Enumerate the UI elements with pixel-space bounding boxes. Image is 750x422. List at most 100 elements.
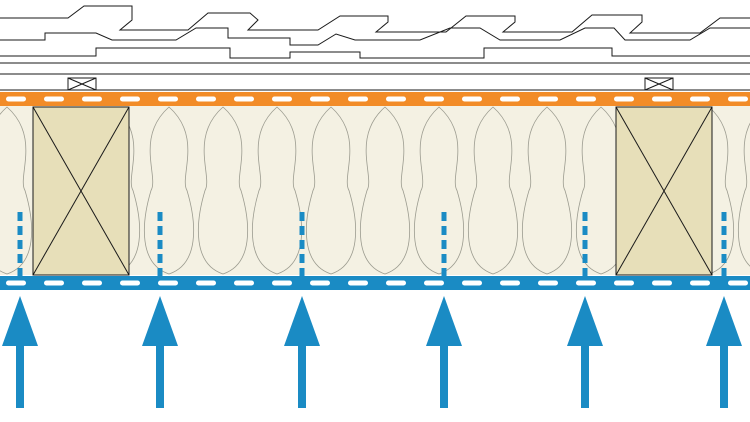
counter-batten-left-diag-2 — [67, 77, 97, 91]
roof-tiles — [0, 5, 750, 64]
insulation-lobe — [414, 106, 464, 275]
membrane-perforation — [158, 280, 178, 286]
vapor-flow-marks — [17, 212, 727, 277]
vapor-flow-mark — [582, 226, 588, 235]
membrane-perforation — [500, 96, 520, 102]
membrane-perforation — [690, 280, 710, 286]
vapor-flow-mark — [17, 268, 23, 277]
tile-profile-lower — [0, 47, 750, 59]
membrane-perforation — [728, 96, 748, 102]
membrane-perforation — [652, 280, 672, 286]
insulation-lobe — [306, 106, 356, 275]
membrane-perforation — [614, 280, 634, 286]
vapor-flow-mark — [721, 212, 727, 221]
airflow-arrow-shaft — [16, 346, 24, 408]
membrane-perforation — [158, 96, 178, 102]
membrane-perforation — [462, 96, 482, 102]
vapor-flow-mark — [17, 254, 23, 263]
membrane-perforation — [44, 96, 64, 102]
vapor-flow-mark — [721, 254, 727, 263]
vapor-flow-mark — [17, 226, 23, 235]
vapor-flow-mark — [582, 268, 588, 277]
membrane-perforation — [82, 280, 102, 286]
membrane-perforation — [576, 280, 596, 286]
insulation-lobe — [252, 106, 302, 275]
vapor-flow-mark — [582, 212, 588, 221]
vapor-flow-mark — [157, 268, 163, 277]
membrane-perforation — [614, 96, 634, 102]
membrane-perforation — [272, 96, 292, 102]
lower-membrane-band — [0, 276, 750, 290]
vapor-flow-mark — [582, 254, 588, 263]
vapor-flow-mark — [157, 240, 163, 249]
membrane-perforation — [386, 96, 406, 102]
insulation-lobe — [738, 122, 750, 267]
membrane-perforation — [728, 280, 748, 286]
vapor-flow-mark — [441, 254, 447, 263]
rafters — [32, 106, 713, 276]
membrane-perforation — [386, 280, 406, 286]
insulation-lobe — [198, 106, 248, 275]
vapor-flow-mark — [299, 268, 305, 277]
lower-membrane — [0, 276, 750, 290]
membrane-perforation — [576, 96, 596, 102]
vapor-flow-mark — [17, 240, 23, 249]
membrane-perforation — [424, 96, 444, 102]
airflow-arrow-shaft — [581, 346, 589, 408]
airflow-arrow-head — [142, 296, 178, 346]
airflow-arrow-head — [706, 296, 742, 346]
membrane-perforation — [272, 280, 292, 286]
upper-membrane-perforations — [6, 96, 748, 102]
membrane-perforation — [6, 280, 26, 286]
vapor-flow-mark — [441, 212, 447, 221]
rafter-right-diag-2 — [615, 106, 713, 276]
insulation-lobe — [144, 106, 194, 275]
membrane-perforation — [44, 280, 64, 286]
membrane-perforation — [500, 280, 520, 286]
membrane-perforation — [82, 96, 102, 102]
vapor-flow-mark — [721, 268, 727, 277]
membrane-perforation — [310, 96, 330, 102]
membrane-perforation — [690, 96, 710, 102]
membrane-perforation — [348, 96, 368, 102]
airflow-arrow-head — [2, 296, 38, 346]
membrane-perforation — [196, 96, 216, 102]
vapor-flow-mark — [441, 240, 447, 249]
vapor-flow-mark — [299, 212, 305, 221]
vapor-flow-mark — [299, 240, 305, 249]
membrane-perforation — [120, 96, 140, 102]
membrane-perforation — [538, 280, 558, 286]
membrane-perforation — [538, 96, 558, 102]
airflow-arrow-head — [426, 296, 462, 346]
airflow-arrow-shaft — [720, 346, 728, 408]
vapor-flow-mark — [157, 254, 163, 263]
vapor-flow-mark — [157, 226, 163, 235]
vapor-flow-mark — [441, 268, 447, 277]
vapor-flow-mark — [582, 240, 588, 249]
airflow-arrow-shaft — [156, 346, 164, 408]
membrane-perforation — [424, 280, 444, 286]
vapor-flow-mark — [299, 254, 305, 263]
counter-batten-right-diag-2 — [644, 77, 674, 91]
vapor-flow-mark — [721, 240, 727, 249]
rafter-left-diag-2 — [32, 106, 130, 276]
counter-battens — [0, 77, 750, 91]
membrane-perforation — [6, 96, 26, 102]
airflow-arrow-shaft — [298, 346, 306, 408]
tile-profile-front — [0, 27, 750, 46]
insulation-lobe — [522, 106, 572, 275]
membrane-perforation — [348, 280, 368, 286]
airflow-arrow-shaft — [440, 346, 448, 408]
vapor-flow-mark — [299, 226, 305, 235]
upper-membrane — [0, 92, 750, 106]
vapor-flow-mark — [441, 226, 447, 235]
membrane-perforation — [196, 280, 216, 286]
insulation-lobe — [360, 106, 410, 275]
membrane-perforation — [234, 280, 254, 286]
vapor-flow-mark — [157, 212, 163, 221]
membrane-perforation — [652, 96, 672, 102]
airflow-arrow-head — [567, 296, 603, 346]
membrane-perforation — [120, 280, 140, 286]
membrane-perforation — [310, 280, 330, 286]
tile-profile-back — [0, 5, 750, 34]
